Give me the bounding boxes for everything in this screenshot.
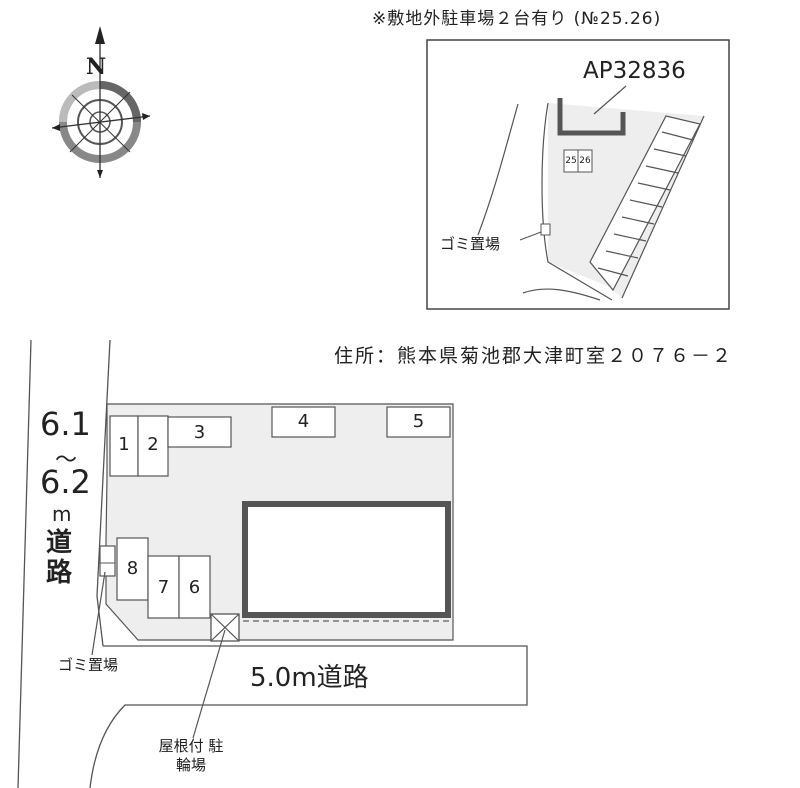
parking-slot-3-label: 3 (193, 422, 206, 443)
parking-slot-6 (178, 555, 211, 619)
side-road-tilde: ～ (55, 448, 78, 473)
parking-slot-2-label: 2 (147, 434, 159, 455)
inset-slot-26 (577, 149, 593, 173)
parking-slot-8-label: 8 (126, 558, 139, 579)
parking-slot-3 (167, 416, 232, 448)
parking-slot-1 (109, 415, 139, 477)
inset-road-line-bottom (522, 288, 601, 301)
side-road-width-from: 6.1 (40, 405, 91, 443)
bicycle-parking-cross-2 (210, 613, 240, 642)
side-road-width-to: 6.2 (40, 463, 91, 501)
side-road-right-edge (96, 339, 111, 647)
parking-slot-5 (386, 406, 451, 438)
building (242, 501, 451, 618)
parking-slot-6-label: 6 (188, 577, 201, 598)
parking-slot-1-label: 1 (118, 434, 130, 455)
inset-road-line-left (477, 103, 519, 236)
compass-rose (51, 26, 151, 178)
front-road (89, 645, 528, 788)
inset-leader-line (593, 85, 627, 115)
inset-garbage-leader (519, 231, 542, 241)
parking-slot-7-label: 7 (157, 577, 170, 598)
bicycle-parking-label: 屋根付 駐輪場 (158, 737, 224, 774)
side-road-word: 道路 (46, 528, 73, 588)
parking-slot-4 (271, 406, 336, 438)
side-road-left-edge (17, 339, 32, 788)
inset-garbage-box (540, 223, 551, 236)
parking-slot-4-label: 4 (297, 411, 310, 432)
inset-building (557, 98, 626, 136)
property-id: AP32836 (583, 58, 686, 84)
parking-slot-2 (137, 415, 169, 477)
inset-parking-stripes (589, 115, 701, 292)
bicycle-leader (192, 629, 226, 739)
front-road-label: 5.0m道路 (250, 663, 369, 693)
garbage-label: ゴミ置場 (58, 656, 119, 674)
offsite-parking-note: ※敷地外駐車場２台有り (№25.26) (372, 9, 662, 29)
inset-garbage-label: ゴミ置場 (440, 235, 501, 253)
inset-slot-26-label: 26 (579, 156, 591, 166)
garbage-leader (91, 571, 106, 656)
north-label: N (86, 54, 107, 80)
inset-road-edge (621, 115, 705, 299)
garbage-box (99, 545, 116, 577)
inset-slot-25-label: 25 (565, 156, 577, 166)
inset-boundary (541, 102, 613, 301)
parking-slot-5-label: 5 (412, 411, 425, 432)
address: 住所：熊本県菊池郡大津町室２０７６－２ (334, 345, 734, 367)
side-road-unit: m (52, 502, 72, 526)
parking-slots (109, 406, 451, 619)
